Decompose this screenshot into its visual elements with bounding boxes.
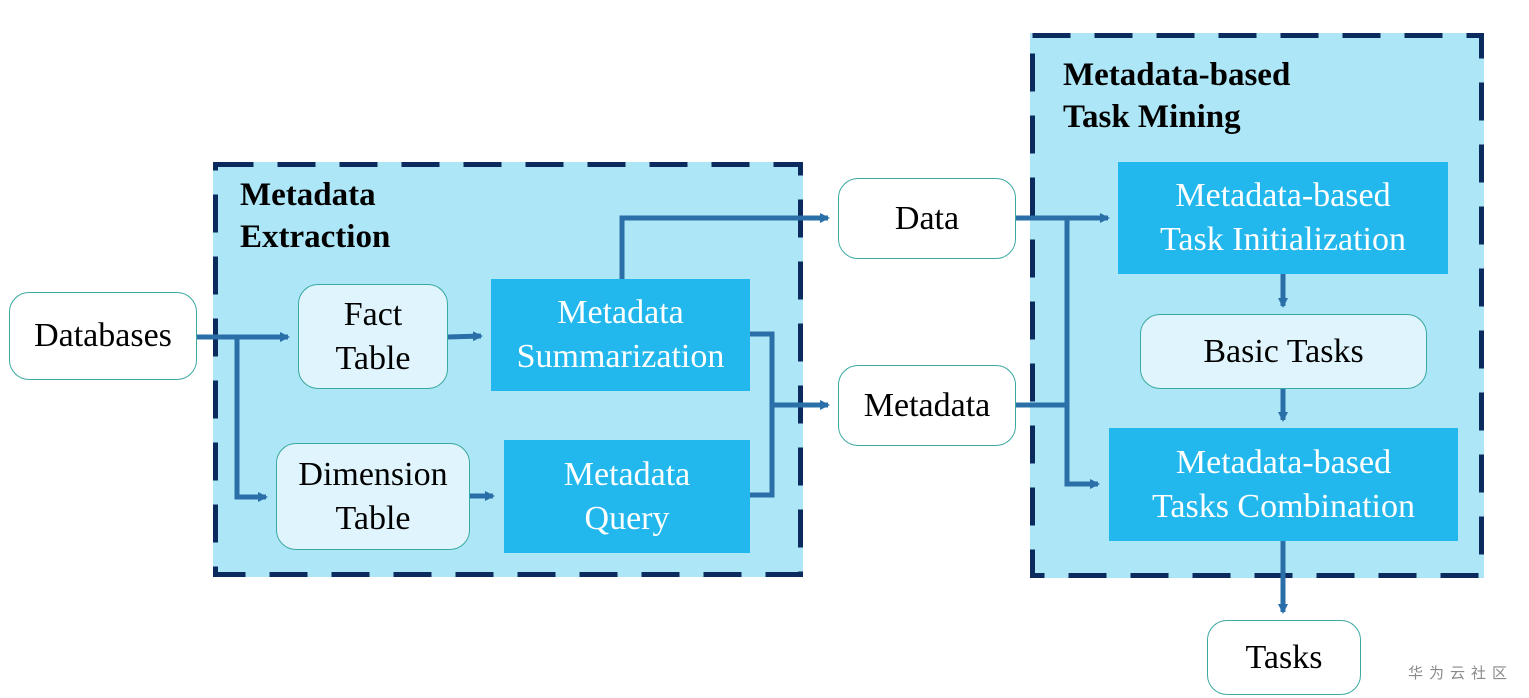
node-tasks: Tasks: [1207, 620, 1361, 695]
node-fact-table: Fact Table: [298, 284, 448, 389]
node-task-initialization: Metadata-based Task Initialization: [1118, 162, 1448, 274]
node-tasks-combination: Metadata-based Tasks Combination: [1109, 428, 1458, 541]
edge-databases-dimension: [234, 337, 268, 502]
node-metadata-summarization: Metadata Summarization: [491, 279, 750, 391]
edge-data-combination: [1064, 218, 1100, 489]
watermark-text: 华为云社区: [1408, 664, 1514, 682]
region-title-mining: Metadata-based Task Mining: [1063, 57, 1291, 135]
node-data: Data: [838, 178, 1016, 259]
node-metadata-query: Metadata Query: [504, 440, 750, 553]
region-title-extraction: Metadata Extraction: [240, 177, 391, 255]
edge-summarization-metadata: [750, 331, 775, 405]
edge-fact-summarization: [447, 331, 483, 342]
node-basic-tasks: Basic Tasks: [1140, 314, 1427, 389]
node-dimension-table: Dimension Table: [276, 443, 470, 550]
edge-summarization-data: [619, 213, 830, 279]
edge-query-metadata: [750, 400, 830, 498]
node-databases: Databases: [9, 292, 197, 380]
node-metadata: Metadata: [838, 365, 1016, 446]
